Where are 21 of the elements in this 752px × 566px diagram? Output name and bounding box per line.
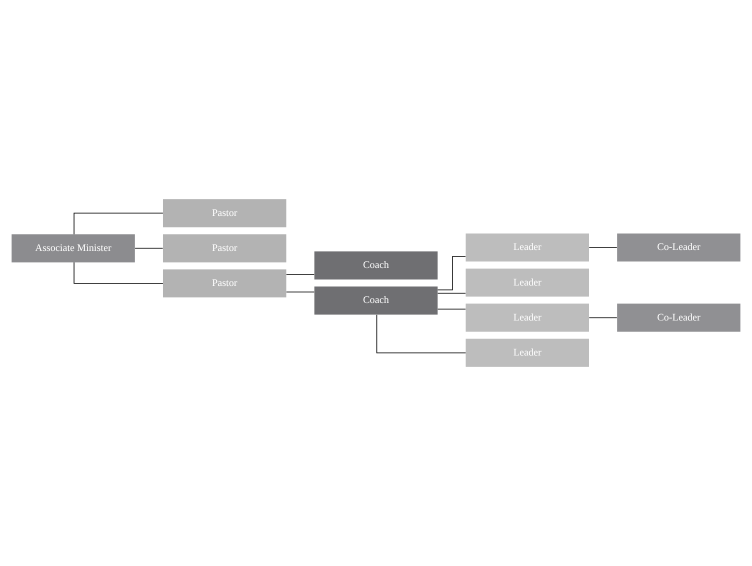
connector: [134, 248, 164, 249]
node-box: Coach: [314, 251, 438, 280]
connector: [74, 262, 164, 284]
node-box: Pastor: [162, 269, 286, 298]
node-box: Leader: [466, 268, 590, 297]
node-box: Associate Minister: [12, 234, 135, 262]
connector: [286, 274, 315, 275]
connector: [74, 212, 164, 235]
node-box: Leader: [466, 233, 590, 262]
node-box: Pastor: [162, 234, 286, 262]
connector: [588, 247, 618, 248]
node-box: Co-Leader: [617, 304, 740, 332]
node-box: Co-Leader: [617, 233, 740, 262]
node-box: Pastor: [162, 199, 286, 228]
node-box: Leader: [466, 304, 590, 332]
node-box: Leader: [466, 338, 590, 367]
connector: [437, 292, 466, 294]
connector: [376, 314, 466, 354]
connector: [588, 317, 618, 318]
node-box: Coach: [314, 286, 438, 315]
connector: [437, 308, 466, 310]
